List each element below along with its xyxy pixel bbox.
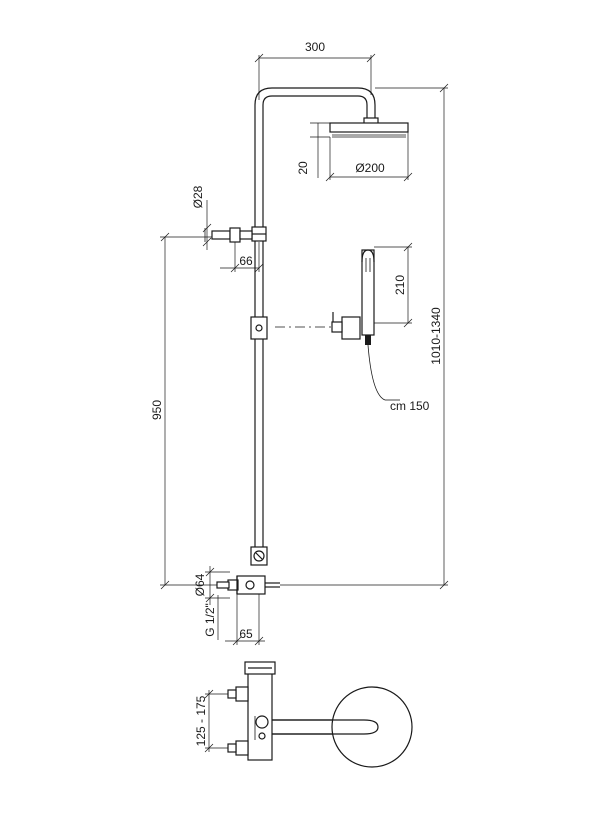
mixer-body [216, 575, 280, 595]
dim-hand-shower-length: 210 [393, 275, 407, 295]
dimension-lines [160, 53, 449, 646]
shower-head [329, 122, 409, 138]
dim-head-diameter: Ø200 [355, 161, 385, 175]
dim-inlet-thread: G 1/2" [203, 603, 217, 637]
dim-arm-length: 300 [305, 40, 325, 54]
shower-arm [254, 87, 379, 125]
dimension-labels: 300 20 Ø200 Ø28 66 210 cm 150 1010-1340 … [150, 40, 443, 746]
dim-hose-length: cm 150 [390, 399, 430, 413]
dim-column-height: 1010-1340 [429, 307, 443, 365]
slider-bracket [250, 316, 268, 340]
wall-connector [204, 227, 253, 243]
upper-joint [251, 226, 267, 242]
dim-mixer-diameter: Ø64 [193, 573, 207, 596]
top-view-shower-head [331, 686, 413, 768]
dim-mixer-depth: 65 [239, 627, 253, 641]
hose-leader [367, 344, 400, 401]
lower-joint [250, 546, 268, 566]
top-view [204, 661, 413, 768]
dim-inlet-height: 950 [150, 400, 164, 420]
dim-head-thickness: 20 [296, 161, 310, 175]
dim-inlet-centers: 125 - 175 [194, 695, 208, 746]
top-view-inlets [227, 686, 249, 756]
dim-connector-offset: 66 [239, 254, 253, 268]
hand-shower [331, 249, 375, 345]
side-elevation [204, 87, 409, 595]
dim-connector-diameter: Ø28 [191, 185, 205, 208]
